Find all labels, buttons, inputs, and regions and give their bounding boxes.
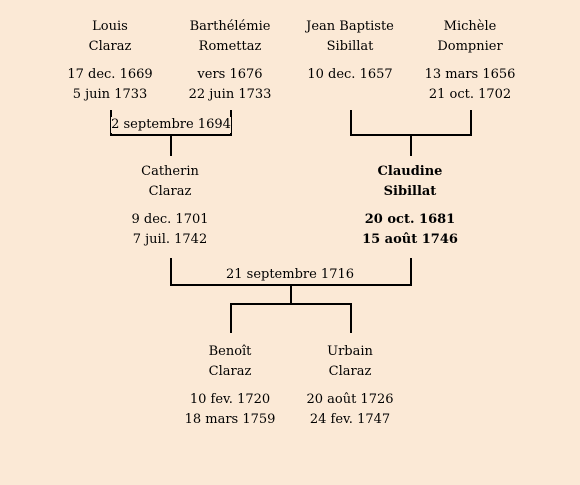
- person-birth-date: 10 dec. 1657: [307, 67, 393, 82]
- person-first-name: Michèle: [443, 19, 497, 34]
- marriage-date-label: 21 septembre 1716: [225, 267, 355, 282]
- person-claudine-sibillat: Claudine Sibillat 20 oct. 1681 15 août 1…: [340, 162, 480, 250]
- marriage-date-label: 2 septembre 1694: [111, 117, 231, 133]
- person-birth-date: 17 dec. 1669: [67, 67, 153, 82]
- connector-line: [410, 258, 412, 286]
- person-first-name: Benoît: [208, 344, 252, 359]
- person-birth-date: 10 fev. 1720: [189, 392, 271, 407]
- connector-line: [290, 284, 292, 304]
- person-first-name: Jean Baptiste: [306, 19, 394, 34]
- person-benoit-claraz: Benoît Claraz 10 fev. 1720 18 mars 1759: [160, 342, 300, 430]
- connector-line: [170, 134, 172, 156]
- connector-line: [170, 258, 172, 286]
- person-first-name: Urbain: [327, 344, 373, 359]
- person-first-name: Claudine: [377, 164, 443, 179]
- person-birth-date: 20 oct. 1681: [364, 212, 456, 227]
- person-last-name: Claraz: [148, 184, 192, 199]
- connector-line: [470, 110, 472, 136]
- person-birth-date: 13 mars 1656: [424, 67, 516, 82]
- person-death-date: 24 fev. 1747: [309, 412, 391, 427]
- person-birth-date: 20 août 1726: [306, 392, 394, 407]
- person-death-date: 22 juin 1733: [188, 87, 272, 102]
- person-louis-claraz: Louis Claraz 17 dec. 1669 5 juin 1733: [40, 17, 180, 105]
- connector-line: [230, 303, 352, 305]
- person-last-name: Romettaz: [198, 39, 262, 54]
- person-birth-date: 9 dec. 1701: [131, 212, 209, 227]
- person-last-name: Claraz: [328, 364, 372, 379]
- person-urbain-claraz: Urbain Claraz 20 août 1726 24 fev. 1747: [280, 342, 420, 430]
- connector-line: [350, 110, 352, 136]
- person-first-name: Louis: [92, 19, 128, 34]
- person-last-name: Claraz: [88, 39, 132, 54]
- person-last-name: Dompnier: [437, 39, 503, 54]
- connector-line: [230, 110, 232, 136]
- person-barthelemie-romettaz: Barthélémie Romettaz vers 1676 22 juin 1…: [160, 17, 300, 105]
- connector-line: [410, 134, 412, 156]
- person-death-date: 7 juil. 1742: [132, 232, 208, 247]
- person-jean-baptiste-sibillat: Jean Baptiste Sibillat 10 dec. 1657: [280, 17, 420, 85]
- person-last-name: Sibillat: [383, 184, 437, 199]
- person-first-name: Catherin: [141, 164, 199, 179]
- person-michele-dompnier: Michèle Dompnier 13 mars 1656 21 oct. 17…: [400, 17, 540, 105]
- person-birth-date: vers 1676: [197, 67, 263, 82]
- person-first-name: Barthélémie: [189, 19, 271, 34]
- person-death-date: 5 juin 1733: [72, 87, 148, 102]
- person-death-date: 21 oct. 1702: [428, 87, 512, 102]
- person-death-date: 15 août 1746: [362, 232, 458, 247]
- person-death-date: 18 mars 1759: [184, 412, 276, 427]
- person-catherin-claraz: Catherin Claraz 9 dec. 1701 7 juil. 1742: [100, 162, 240, 250]
- person-last-name: Claraz: [208, 364, 252, 379]
- connector-line: [350, 303, 352, 333]
- person-last-name: Sibillat: [326, 39, 374, 54]
- connector-line: [230, 303, 232, 333]
